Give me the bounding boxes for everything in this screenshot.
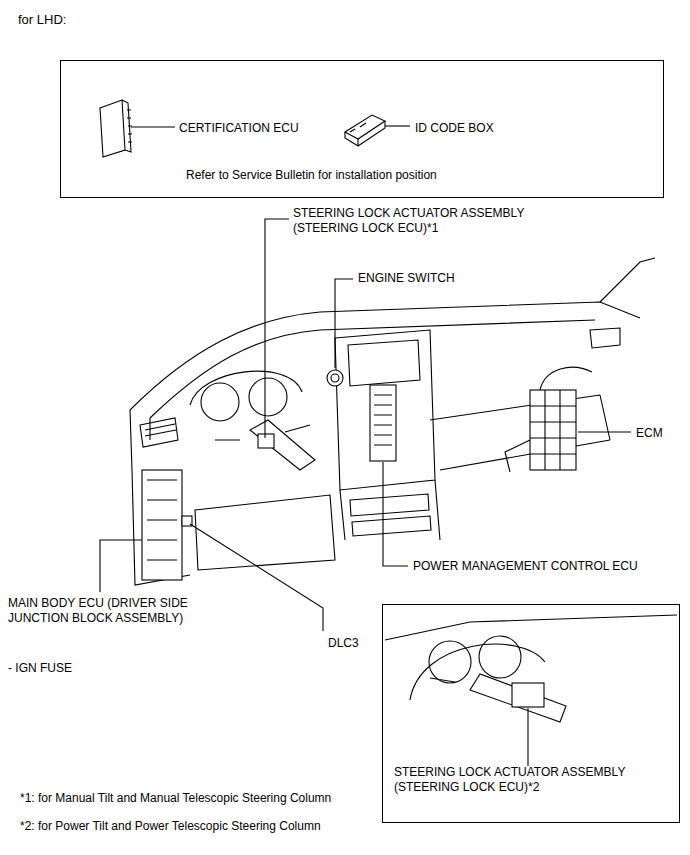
- power-management-control-ecu-part: [370, 385, 396, 461]
- part-name: STEERING LOCK ACTUATOR ASSEMBLY (STEERIN…: [293, 206, 543, 236]
- part-name: POWER MANAGEMENT CONTROL ECU: [413, 559, 638, 574]
- part-name: ECM: [636, 426, 663, 441]
- note-text: Refer to Service Bulletin for installati…: [186, 168, 437, 183]
- part-name: ENGINE SWITCH: [358, 271, 455, 286]
- engine-switch-part: [327, 370, 343, 386]
- engine-switch-part: [331, 374, 339, 382]
- part-name: - IGN FUSE: [8, 661, 72, 676]
- footnote: *2: for Power Tilt and Power Telescopic …: [20, 819, 321, 834]
- part-name: DLC3: [328, 636, 359, 651]
- footnote: *1: for Manual Tilt and Manual Telescopi…: [20, 791, 331, 806]
- diagram-title: for LHD:: [18, 12, 66, 27]
- ecm-part: [505, 367, 592, 472]
- note-box: CERTIFICATION ECU ID CODE BOX Refer to Ser…: [60, 60, 664, 198]
- inset-illustration: [385, 615, 677, 766]
- id-code-box-icon: [345, 115, 410, 146]
- certification-ecu-icon: [100, 100, 175, 157]
- part-name: MAIN BODY ECU (DRIVER SIDE JUNCTION BLOC…: [8, 596, 233, 626]
- part-name: STEERING LOCK ACTUATOR ASSEMBLY (STEERIN…: [394, 765, 669, 795]
- part-name: CERTIFICATION ECU: [179, 121, 299, 136]
- part-name: ID CODE BOX: [415, 121, 494, 136]
- main-body-ecu-part: [142, 470, 192, 580]
- inset-box: STEERING LOCK ACTUATOR ASSEMBLY (STEERIN…: [382, 604, 680, 823]
